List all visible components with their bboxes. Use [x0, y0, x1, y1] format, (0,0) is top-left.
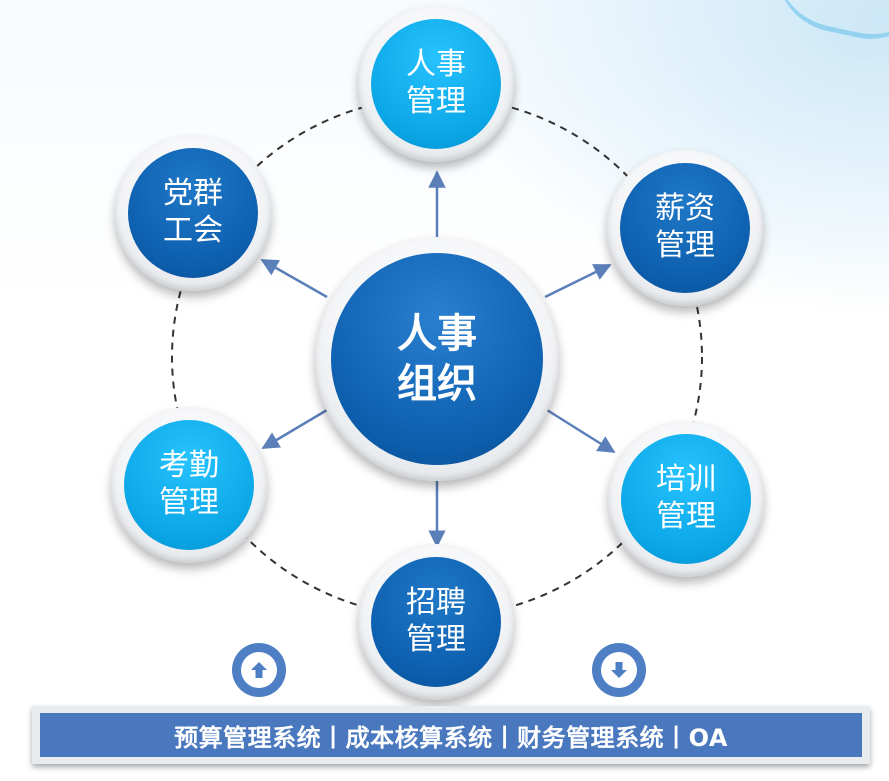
node-center-line2: 组织 — [397, 361, 477, 407]
node-bottom-line2: 管理 — [406, 622, 466, 657]
node-lower-left: 考勤 管理 — [111, 407, 267, 563]
node-bottom-line1: 招聘 — [406, 585, 466, 621]
related-systems-bar: 预算管理系统丨成本核算系统丨财务管理系统丨OA — [32, 706, 870, 764]
node-bottom: 招聘 管理 — [358, 544, 514, 700]
node-top: 人事 管理 — [358, 6, 514, 162]
node-top-line1: 人事 — [406, 47, 466, 83]
related-systems-text: 预算管理系统丨成本核算系统丨财务管理系统丨OA — [174, 723, 728, 752]
node-upper-right: 薪资 管理 — [607, 150, 763, 306]
node-center: 人事 组织 — [315, 237, 559, 481]
node-upper-right-line1: 薪资 — [655, 191, 715, 227]
node-upper-left: 党群 工会 — [115, 135, 271, 291]
node-lower-left-line1: 考勤 — [159, 448, 219, 484]
node-upper-right-line2: 管理 — [655, 228, 715, 263]
node-lower-right-line2: 管理 — [656, 499, 716, 534]
node-lower-left-line2: 管理 — [159, 485, 219, 520]
scroll-down-button[interactable] — [592, 643, 646, 697]
arrow-to-lower-right — [546, 408, 616, 454]
node-center-line1: 人事 — [397, 311, 477, 357]
arrow-to-upper-right — [544, 263, 612, 299]
node-lower-right: 培训 管理 — [608, 421, 764, 577]
node-upper-left-line2: 工会 — [163, 213, 223, 248]
arrow-up-circle-icon — [241, 652, 277, 688]
arrow-to-lower-left — [261, 408, 328, 450]
node-lower-right-line1: 培训 — [656, 462, 716, 498]
arrow-down-circle-icon — [601, 652, 637, 688]
node-top-line2: 管理 — [406, 84, 466, 119]
scroll-up-button[interactable] — [232, 643, 286, 697]
arrow-to-upper-left — [260, 258, 328, 299]
node-upper-left-line1: 党群 — [163, 176, 223, 212]
